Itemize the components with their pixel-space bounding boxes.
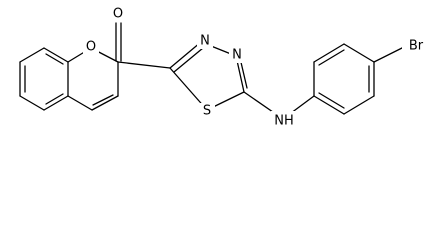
atom-label-n: N — [200, 34, 210, 49]
bond — [117, 61, 171, 69]
bond — [343, 43, 375, 63]
atom-n1: N — [197, 33, 213, 49]
atom-label-s: S — [203, 104, 211, 119]
atom-n2: N — [229, 47, 245, 63]
atom-label-br: Br — [409, 39, 424, 54]
bond — [43, 95, 69, 111]
bond — [313, 95, 345, 115]
bond — [343, 95, 375, 115]
bromophenyl-ring — [313, 43, 405, 115]
double-bond-inner — [173, 47, 204, 73]
bond — [373, 46, 405, 63]
atom-label-o: O — [113, 7, 123, 22]
double-bond-inner — [45, 93, 64, 105]
bond — [91, 95, 119, 111]
atom-labels: O O N N S NH B — [83, 6, 430, 129]
double-bond-inner — [318, 49, 345, 66]
atom-s: S — [199, 103, 215, 119]
chemical-structure: O O N N S NH B — [19, 6, 430, 129]
benzo-ring — [19, 47, 69, 111]
atom-label-o: O — [86, 40, 96, 55]
atom-br: Br — [402, 37, 430, 55]
pyranone-ring — [67, 22, 122, 111]
atom-nh: NH — [271, 111, 297, 129]
double-bond-inner — [92, 94, 114, 106]
structure-canvas: O O N N S NH B — [19, 6, 430, 129]
double-bond-inner — [318, 92, 345, 109]
bond — [19, 95, 45, 111]
bond — [19, 47, 45, 63]
thiadiazole-ring — [117, 41, 248, 111]
bond — [169, 41, 202, 69]
atom-label-n: N — [232, 48, 242, 63]
atom-label-nh: NH — [274, 114, 294, 129]
bond — [67, 95, 93, 111]
atom-o-ring: O — [83, 39, 99, 55]
double-bond-inner — [45, 53, 64, 65]
bond — [313, 43, 345, 63]
atom-o-carbonyl: O — [110, 6, 126, 22]
bond — [43, 47, 69, 63]
